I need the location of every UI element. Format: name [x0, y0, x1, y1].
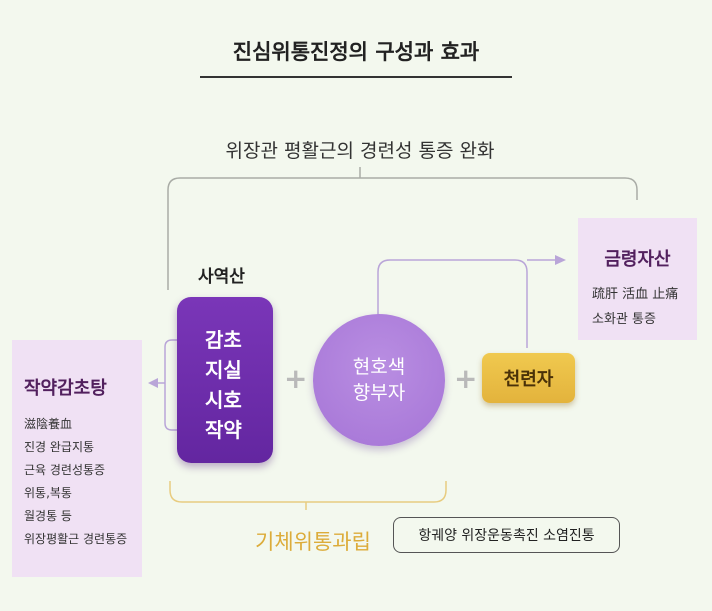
- plus-icon: +: [284, 362, 308, 395]
- arrow-left-icon: [148, 378, 158, 388]
- herb-item: 시호: [205, 388, 242, 412]
- herb-item: 지실: [205, 358, 242, 382]
- right-box-line: 소화관 통증: [592, 312, 656, 327]
- right-info-box: 금령자산 疏肝 活血 止痛 소화관 통증: [578, 218, 697, 340]
- page-title: 진심위통진정의 구성과 효과: [232, 40, 480, 64]
- left-box-line: 위장평활근 경련통증: [24, 532, 128, 546]
- right-box-title: 금령자산: [604, 249, 671, 270]
- herb-box: [177, 297, 273, 463]
- top-arrow-line: [377, 259, 556, 348]
- plus-icon: +: [454, 362, 478, 395]
- left-box-line: 滋陰養血: [24, 417, 73, 431]
- herb-item: 감초: [205, 328, 242, 352]
- top-bracket: [167, 167, 638, 290]
- circle-line: 향부자: [352, 382, 406, 404]
- group-label: 사역산: [198, 267, 245, 287]
- effect-badge: 항궤양 위장운동촉진 소염진통: [393, 517, 620, 553]
- herb-item: 작약: [205, 418, 242, 442]
- left-box-line: 진경 완급지통: [24, 440, 95, 454]
- left-box-line: 월경통 등: [24, 509, 72, 523]
- right-box-line: 疏肝 活血 止痛: [592, 287, 679, 302]
- left-box-line: 근육 경련성통증: [24, 463, 106, 477]
- herb-yellow-box: 천련자: [482, 353, 575, 403]
- herb-circle: 현호색 향부자: [313, 314, 445, 446]
- subtitle: 위장관 평활근의 경련성 통증 완화: [225, 140, 495, 162]
- left-box-title: 작약감초탕: [24, 378, 107, 399]
- circle-line: 현호색: [352, 356, 406, 378]
- title-underline: [200, 76, 512, 78]
- left-box-line: 위통,복통: [24, 486, 72, 500]
- product-name: 기체위통과립: [255, 530, 371, 554]
- bottom-bracket: [169, 481, 447, 510]
- left-info-box: 작약감초탕 滋陰養血 진경 완급지통 근육 경련성통증 위통,복통 월경통 등 …: [12, 340, 142, 577]
- arrow-right-icon: [555, 255, 566, 265]
